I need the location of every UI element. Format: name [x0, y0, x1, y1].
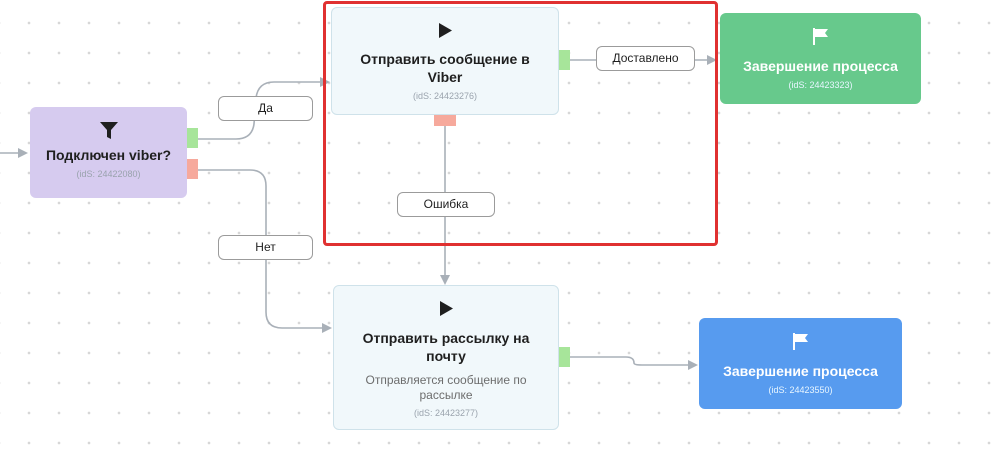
node-title: Отправить рассылку на почту — [362, 330, 530, 364]
port-error[interactable] — [434, 115, 456, 126]
node-id: (idS: 24423323) — [788, 80, 853, 90]
node-title: Завершение процесса — [723, 363, 878, 379]
node-send-email[interactable]: Отправить рассылку на почту Отправляется… — [333, 285, 559, 430]
port-error[interactable] — [187, 159, 198, 179]
edge-email-end — [570, 356, 698, 370]
edge-label-delivered[interactable]: Доставлено — [596, 46, 695, 71]
node-id: (idS: 24423276) — [412, 91, 478, 101]
flag-icon — [793, 333, 808, 350]
node-title: Отправить сообщение в Viber — [360, 51, 530, 85]
node-end-top[interactable]: Завершение процесса (idS: 24423323) — [720, 13, 921, 104]
play-icon — [439, 301, 453, 316]
node-send-viber[interactable]: Отправить сообщение в Viber (idS: 244232… — [331, 7, 559, 115]
node-id: (idS: 24423550) — [768, 385, 833, 395]
port-success[interactable] — [559, 50, 570, 70]
edge-label-no[interactable]: Нет — [218, 235, 313, 260]
node-title: Завершение процесса — [743, 58, 898, 74]
node-description: Отправляется сообщение по рассылке — [365, 373, 527, 402]
selection-highlight — [323, 1, 718, 246]
edge-label-yes[interactable]: Да — [218, 96, 313, 121]
edge-label-error[interactable]: Ошибка — [397, 192, 495, 217]
node-id: (idS: 24423277) — [413, 408, 479, 418]
port-success[interactable] — [187, 128, 198, 148]
port-success[interactable] — [559, 347, 570, 367]
flag-icon — [813, 28, 828, 45]
node-id: (idS: 24422080) — [76, 169, 141, 179]
filter-icon — [99, 122, 118, 139]
play-icon — [438, 23, 452, 38]
node-title: Подключен viber? — [45, 147, 172, 163]
node-viber-check[interactable]: Подключен viber? (idS: 24422080) — [30, 107, 187, 198]
node-end-bottom[interactable]: Завершение процесса (idS: 24423550) — [699, 318, 902, 409]
